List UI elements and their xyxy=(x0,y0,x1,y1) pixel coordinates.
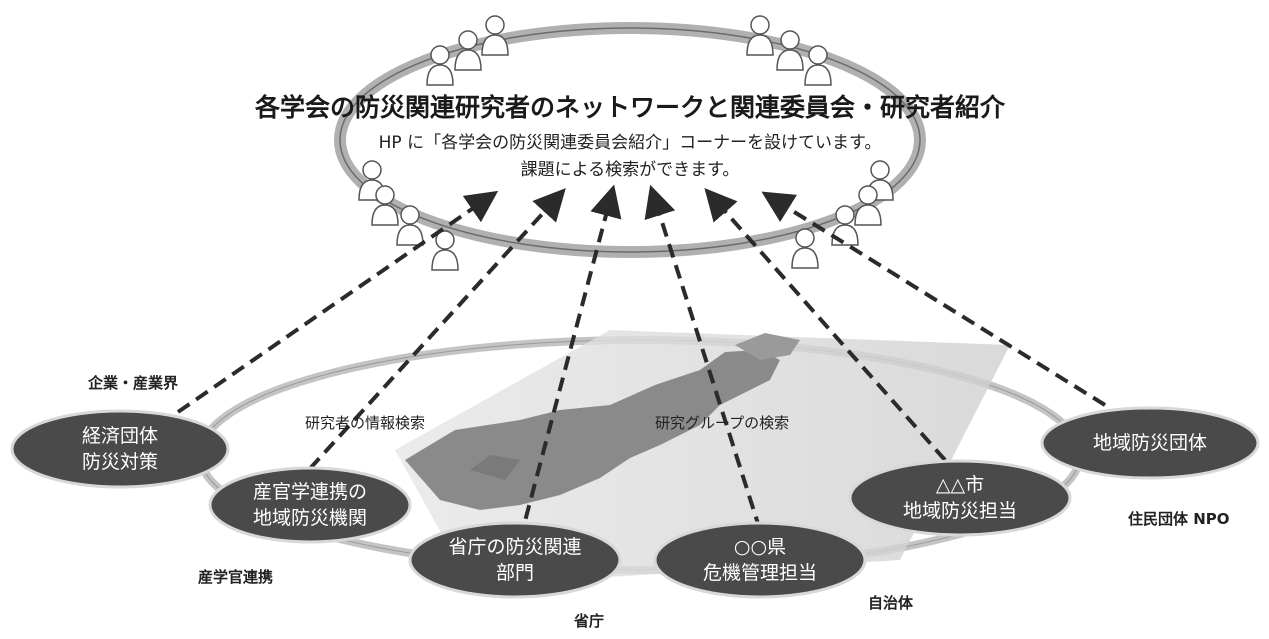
person-icon xyxy=(371,185,399,226)
node-joint-ellipse xyxy=(208,466,412,544)
person-icon xyxy=(791,228,819,269)
researcher-people-icons xyxy=(358,15,894,271)
node-economic-label: 経済団体 防災対策 xyxy=(81,425,159,473)
arrow-economic xyxy=(176,190,499,414)
node-local-label: 地域防災団体 xyxy=(1092,432,1208,454)
node-joint-label: 産官学連携の 地域防災機関 xyxy=(252,481,368,529)
node-local-ellipse xyxy=(1040,406,1260,480)
arrow-prefecture xyxy=(644,184,762,531)
node-prefecture-ellipse xyxy=(653,521,867,599)
researcher-search-label: 研究者の情報検索 xyxy=(305,414,426,432)
person-icon xyxy=(396,205,424,246)
person-icon xyxy=(854,185,882,226)
japan-map xyxy=(395,330,1010,585)
node-ministry-label: 省庁の防災関連 部門 xyxy=(448,536,582,584)
organization-nodes xyxy=(10,406,1260,599)
category-municipality: 自治体 xyxy=(868,594,914,612)
node-ministry-ellipse xyxy=(408,521,622,599)
node-economic-ellipse xyxy=(10,409,230,489)
person-icon xyxy=(431,230,459,271)
subtitle-line-1: HP に「各学会の防災関連委員会紹介」コーナーを設けています。 xyxy=(378,133,882,153)
node-city-label: △△市 地域防災担当 xyxy=(902,474,1018,522)
person-icon xyxy=(804,45,832,86)
person-icon xyxy=(831,205,859,246)
node-city-ellipse xyxy=(848,459,1072,537)
category-academia-gov: 産学官連携 xyxy=(198,568,274,586)
subtitle-line-2: 課題による検索ができます。 xyxy=(520,160,740,180)
category-industry: 企業・産業界 xyxy=(88,374,179,392)
person-icon xyxy=(426,45,454,86)
category-ministry: 省庁 xyxy=(574,612,605,630)
arrow-ministry xyxy=(518,184,622,541)
person-icon xyxy=(776,30,804,71)
connection-arrows xyxy=(176,184,1107,541)
group-search-label: 研究グループの検索 xyxy=(655,414,790,432)
node-prefecture-label: ○○県 危機管理担当 xyxy=(702,536,818,584)
arrow-city xyxy=(704,188,947,462)
diagram-title: 各学会の防災関連研究者のネットワークと関連委員会・研究者紹介 xyxy=(254,93,1005,122)
person-icon xyxy=(481,15,509,56)
person-icon xyxy=(454,30,482,71)
person-icon xyxy=(746,15,774,56)
category-residents: 住民団体 NPO xyxy=(1128,510,1230,528)
arrow-joint xyxy=(293,188,566,487)
